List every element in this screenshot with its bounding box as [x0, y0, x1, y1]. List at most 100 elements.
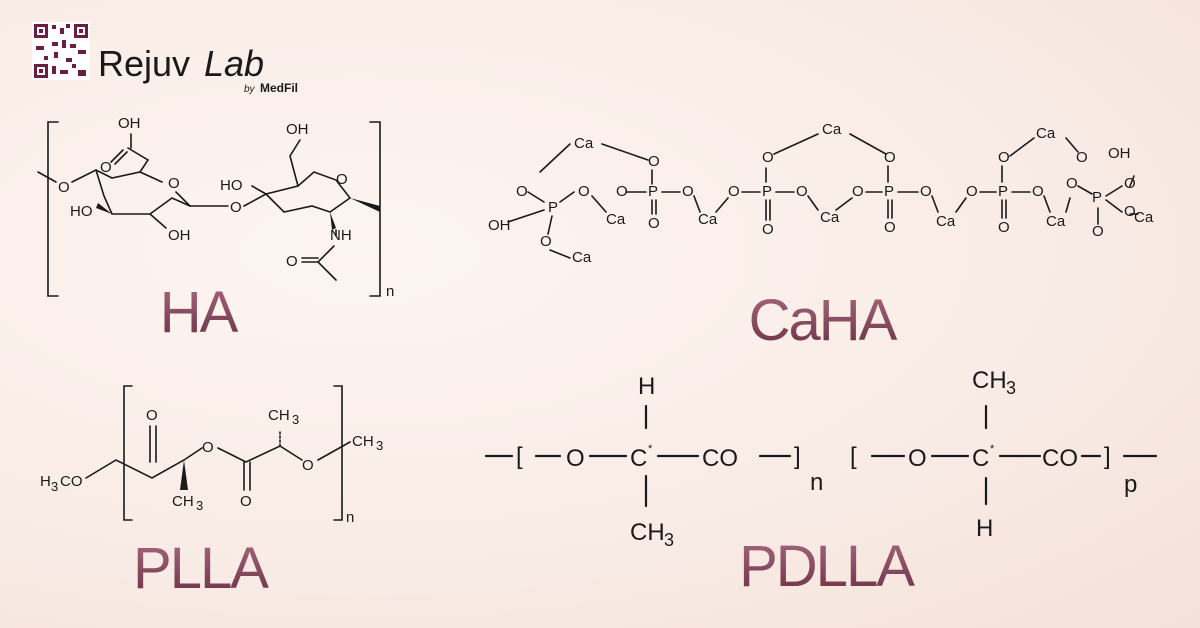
pdlla-co-1: CO — [702, 445, 738, 472]
plla-label: PLLA — [133, 536, 269, 601]
caha-o-4: O — [616, 183, 628, 200]
ha-oh-bottom: OH — [168, 227, 191, 244]
caha-o-15: O — [966, 183, 978, 200]
caha-ca-7: Ca — [936, 213, 956, 230]
caha-p-4: P — [884, 183, 894, 200]
caha-ca-6: Ca — [820, 209, 840, 226]
ha-o-acetyl: O — [286, 253, 298, 270]
caha-o-8: O — [762, 149, 774, 166]
pdlla-bracket-close-1: ] — [794, 443, 801, 470]
caha-o-7: O — [728, 183, 740, 200]
pdlla-3-2: 3 — [1006, 378, 1016, 398]
pdlla-co-2: CO — [1042, 445, 1078, 472]
qr-code-icon — [32, 22, 90, 80]
caha-oh-left: OH — [488, 217, 511, 234]
ha-o-glyco: O — [230, 199, 242, 216]
pdlla-c-2: C — [972, 445, 989, 472]
caha-oh-right: OH — [1108, 145, 1131, 162]
brand-name-rejuv: Rejuv — [98, 43, 190, 84]
pdlla-star-2: * — [990, 443, 995, 455]
pdlla-bracket-close-2: ] — [1104, 443, 1111, 470]
caha-o-5: O — [648, 215, 660, 232]
caha-p-6: P — [1092, 189, 1102, 206]
caha-o-1: O — [648, 153, 660, 170]
plla-methoxy-h: H — [40, 473, 51, 490]
caha-o-13: O — [884, 219, 896, 236]
caha-o-3: O — [578, 183, 590, 200]
ha-o-ring2: O — [336, 171, 348, 188]
ha-repeat-n: n — [386, 283, 394, 300]
caha-o-17: O — [998, 219, 1010, 236]
caha-o-6: O — [682, 183, 694, 200]
caha-p-2: P — [648, 183, 658, 200]
pdlla-h-2: H — [976, 515, 993, 542]
caha-ca-3: Ca — [1036, 125, 1056, 142]
ha-ho-1: HO — [70, 203, 93, 220]
caha-o-2: O — [516, 183, 528, 200]
caha-o-11: O — [852, 183, 864, 200]
plla-o-2: O — [202, 439, 214, 456]
pdlla-ch-2: CH — [972, 367, 1007, 394]
caha-o-22: O — [1092, 223, 1104, 240]
pdlla-bracket-open-2: [ — [850, 443, 857, 470]
caha-label: CaHA — [749, 288, 898, 353]
caha-o-9: O — [762, 221, 774, 238]
plla-o-3: O — [240, 493, 252, 510]
pdlla-structure: [ O C * CO ] n [ O C * CO ] p H CH 3 CH … — [484, 367, 1158, 550]
ha-o-ring1: O — [168, 175, 180, 192]
ha-nh: NH — [330, 227, 352, 244]
pdlla-h-1: H — [638, 373, 655, 400]
caha-o-12: O — [884, 149, 896, 166]
caha-o-20: O — [1124, 175, 1136, 192]
pdlla-o-2: O — [908, 445, 927, 472]
pdlla-subscript-n: n — [810, 469, 823, 496]
ha-ho-2: HO — [220, 177, 243, 194]
caha-o-10: O — [796, 183, 808, 200]
pdlla-3-1: 3 — [664, 530, 674, 550]
brand-name-lab: Lab — [204, 43, 264, 84]
plla-ch-3: CH — [352, 433, 374, 450]
caha-ca-4: Ca — [606, 211, 626, 228]
plla-ch-2: CH — [268, 407, 290, 424]
caha-o-19: O — [1066, 175, 1078, 192]
pdlla-bracket-open-1: [ — [516, 443, 523, 470]
pdlla-star-1: * — [648, 443, 653, 455]
caha-p-1: P — [548, 199, 558, 216]
pdlla-o-1: O — [566, 445, 585, 472]
caha-ca-1: Ca — [574, 135, 594, 152]
caha-ca-8: Ca — [1046, 213, 1066, 230]
brand-logo: Rejuv Lab by MedFil — [32, 22, 298, 95]
caha-o-18: O — [1032, 183, 1044, 200]
caha-o-21: O — [1124, 203, 1136, 220]
ha-oh-top: OH — [118, 115, 141, 132]
pdlla-label: PDLLA — [739, 534, 915, 599]
plla-repeat-n: n — [346, 509, 354, 526]
ha-o-left: O — [58, 179, 70, 196]
plla-3-2: 3 — [292, 412, 299, 427]
ha-o-carbonyl: O — [100, 159, 112, 176]
caha-ca-5: Ca — [698, 211, 718, 228]
caha-o-16: O — [998, 149, 1010, 166]
caha-p-3: P — [762, 183, 772, 200]
brand-by-text: by — [244, 84, 256, 95]
caha-ca-2: Ca — [822, 121, 842, 138]
ha-structure: n O OH O O HO OH O O HO OH NH O — [37, 115, 394, 300]
caha-o-23: O — [540, 233, 552, 250]
plla-methoxy-3: 3 — [51, 479, 58, 494]
caha-p-5: P — [998, 183, 1008, 200]
caha-ca-9: Ca — [1134, 209, 1154, 226]
caha-o-top-right: O — [1076, 149, 1088, 166]
plla-o-4: O — [302, 457, 314, 474]
plla-o-1: O — [146, 407, 158, 424]
plla-3-3: 3 — [376, 438, 383, 453]
ha-label: HA — [160, 280, 239, 345]
caha-structure: Ca O Ca Ca O OH O P O Ca O P O O Ca O O … — [488, 121, 1154, 266]
plla-structure: n H 3 CO O CH 3 O O CH 3 O CH 3 — [40, 385, 383, 526]
pdlla-subscript-p: p — [1124, 471, 1137, 498]
caha-ca-10: Ca — [572, 249, 592, 266]
ha-oh-ch2: OH — [286, 121, 309, 138]
brand-parent-name: MedFil — [260, 81, 298, 95]
caha-o-14: O — [920, 183, 932, 200]
plla-methoxy-co: CO — [60, 473, 83, 490]
